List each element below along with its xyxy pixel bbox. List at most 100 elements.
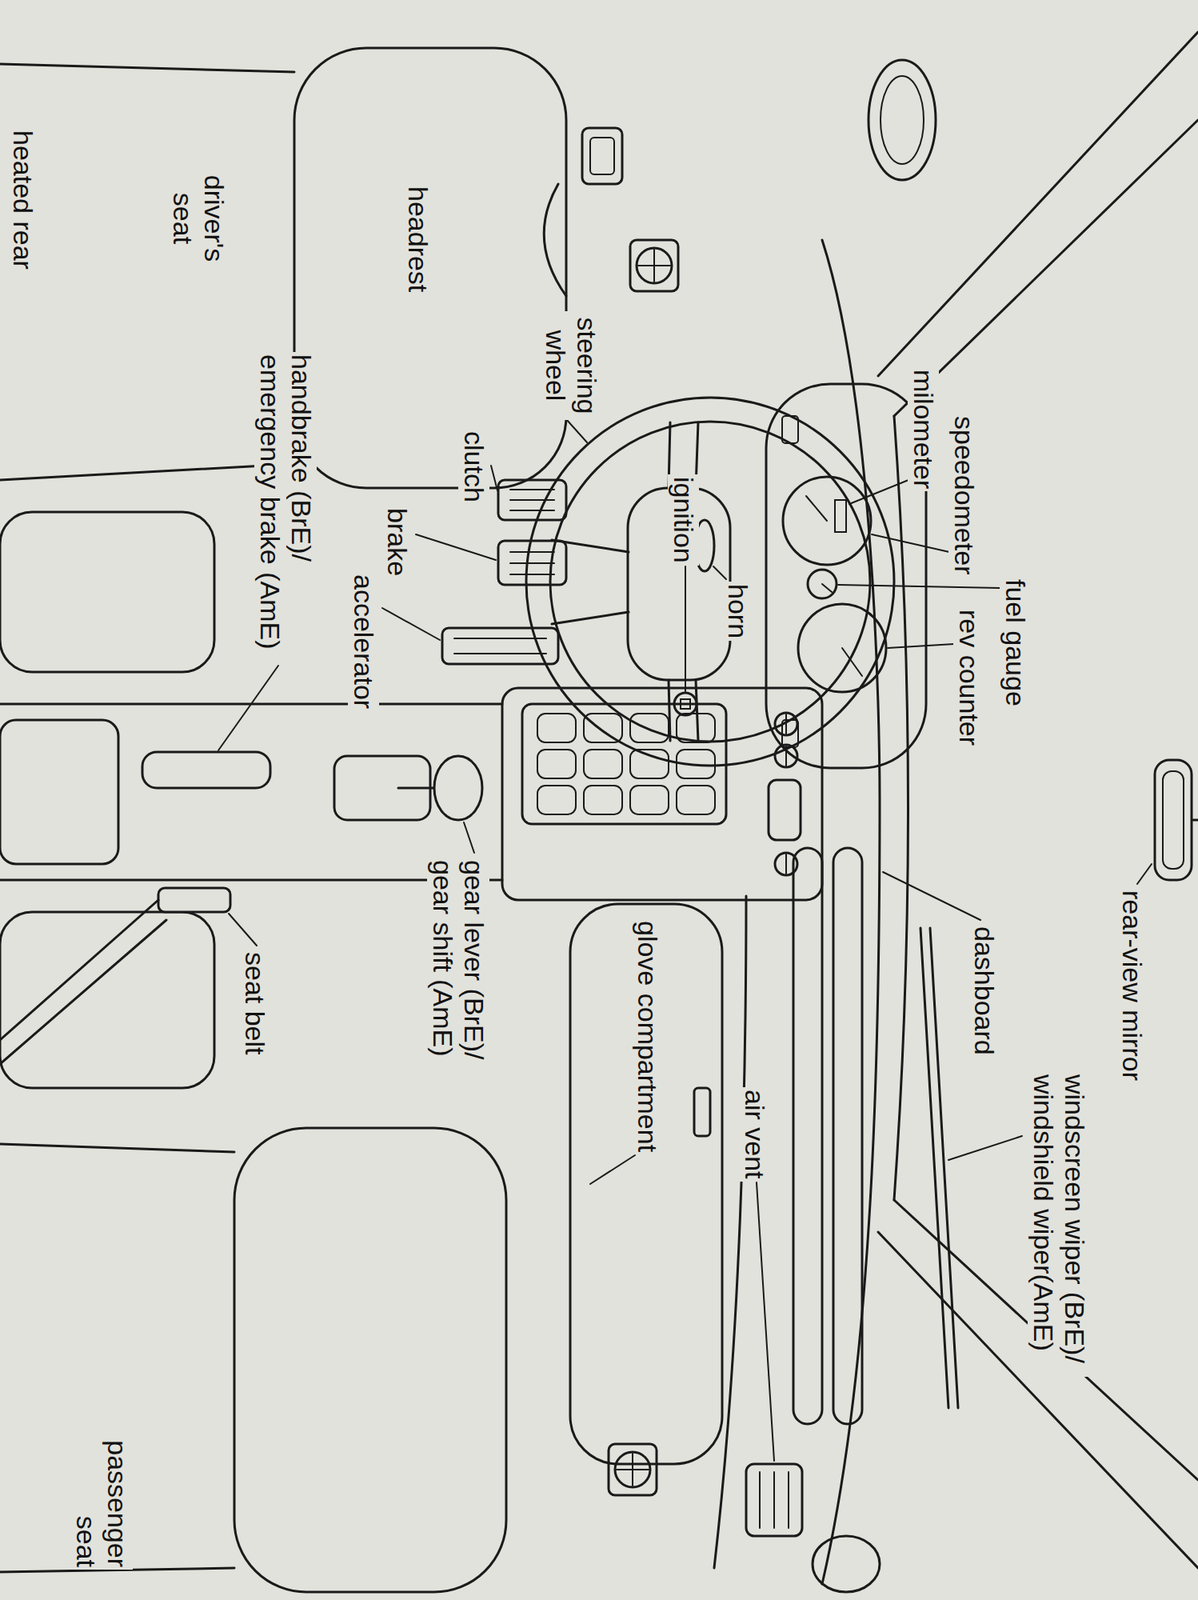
door-mirror [868,59,936,180]
leader-line [382,607,440,640]
door-switch [614,1451,651,1487]
door-mirrors [812,59,936,1592]
part-label: windscreen wiper (BrE)/ windshield wiper… [1027,1071,1091,1377]
control-panel [522,703,727,824]
leader-line [590,1154,635,1184]
wiper-blade [920,927,949,1408]
button [676,785,715,815]
leader-line [882,871,981,920]
switch-cross [638,249,671,282]
windscreen-base [894,415,909,1200]
leader-line [228,913,257,946]
vent-slat [773,1471,775,1528]
part-label: clutch [458,428,490,505]
pedal-groove [510,499,555,501]
dashboard-slot [793,847,823,1424]
part-label: seat belt [239,949,271,1058]
door-handle [582,127,623,184]
leader-line [1137,863,1152,884]
instrument-cluster [766,383,927,768]
milometer-window [834,499,847,532]
windscreen-frame [878,31,1198,1568]
wheel-rim [526,397,895,766]
dashboard-slot [833,847,863,1424]
driver-headrest [294,47,567,488]
pedal-groove [510,562,555,564]
part-label: passenger seat [70,1428,133,1570]
left-pillar [894,119,1198,416]
glove-box [570,903,723,1464]
part-label: driver's seat [167,167,230,269]
part-label: rear-view mirror [1116,887,1148,1083]
pedal-groove [510,573,555,576]
switch-cross [616,1453,649,1486]
display [768,779,801,840]
part-label: handbrake (BrE)/ emergency brake (AmE) [254,351,317,665]
button [676,713,715,743]
driver-seat-back [0,63,295,480]
leader-line [218,665,279,751]
seat-belt [0,899,167,1064]
door-mirror-glass [880,75,924,164]
pedal-groove [510,551,555,553]
button [630,713,669,743]
door-handle-inner [590,137,615,175]
vent-slat [758,1471,761,1528]
switch-panel [608,1443,657,1495]
button [583,713,623,743]
button [630,785,669,815]
wheel-rim-inner [550,421,871,742]
pedal-groove [454,652,547,655]
dashboard-face [714,895,747,1568]
round-vent [774,712,798,735]
left-pillar [878,31,1198,376]
gear-stick [398,786,439,790]
button [583,749,623,779]
door-armrest [543,183,567,296]
round-vent [774,744,798,767]
wiper [920,927,959,1408]
leader-line [415,534,496,560]
button [583,785,623,815]
button [537,785,576,815]
centre-console [0,687,823,900]
part-label: headrest [402,183,434,295]
leader-line [871,534,950,552]
leader-line [684,566,687,691]
needle [842,647,863,676]
needle [822,583,832,592]
part-label: ignition [667,474,699,566]
button [630,749,669,779]
part-label: fuel gauge [999,576,1031,709]
console-box [0,719,119,864]
leader-lines [218,419,1152,1461]
handbrake-lever [142,751,271,788]
glove-box-handle [694,1087,711,1136]
part-label: gear lever (BrE)/ gear shift (AmE) [427,857,490,1075]
round-vent [774,852,798,875]
mirror-body [1154,759,1192,880]
dashboard [570,239,880,1584]
buttons [537,713,715,815]
part-label: dashboard [968,923,1000,1058]
tunnel [0,703,503,880]
leader-line [491,465,498,491]
vent-slat [785,714,787,734]
console-panel [502,687,823,900]
fuel-gauge-dial [807,569,837,599]
vent-slat [785,854,787,874]
belt-buckle [158,887,231,912]
leader-line [948,1135,1023,1160]
leader-line [887,643,955,648]
pedal-groove [510,509,555,512]
part-label: steering wheel [539,311,603,420]
part-label: rev counter [953,606,985,748]
steering-wheel [526,397,895,766]
rear-view-mirror [1154,759,1198,880]
part-label: horn [722,581,754,641]
passenger-headrest [234,1127,507,1592]
pedals [442,479,567,664]
brake-pedal [498,540,567,585]
